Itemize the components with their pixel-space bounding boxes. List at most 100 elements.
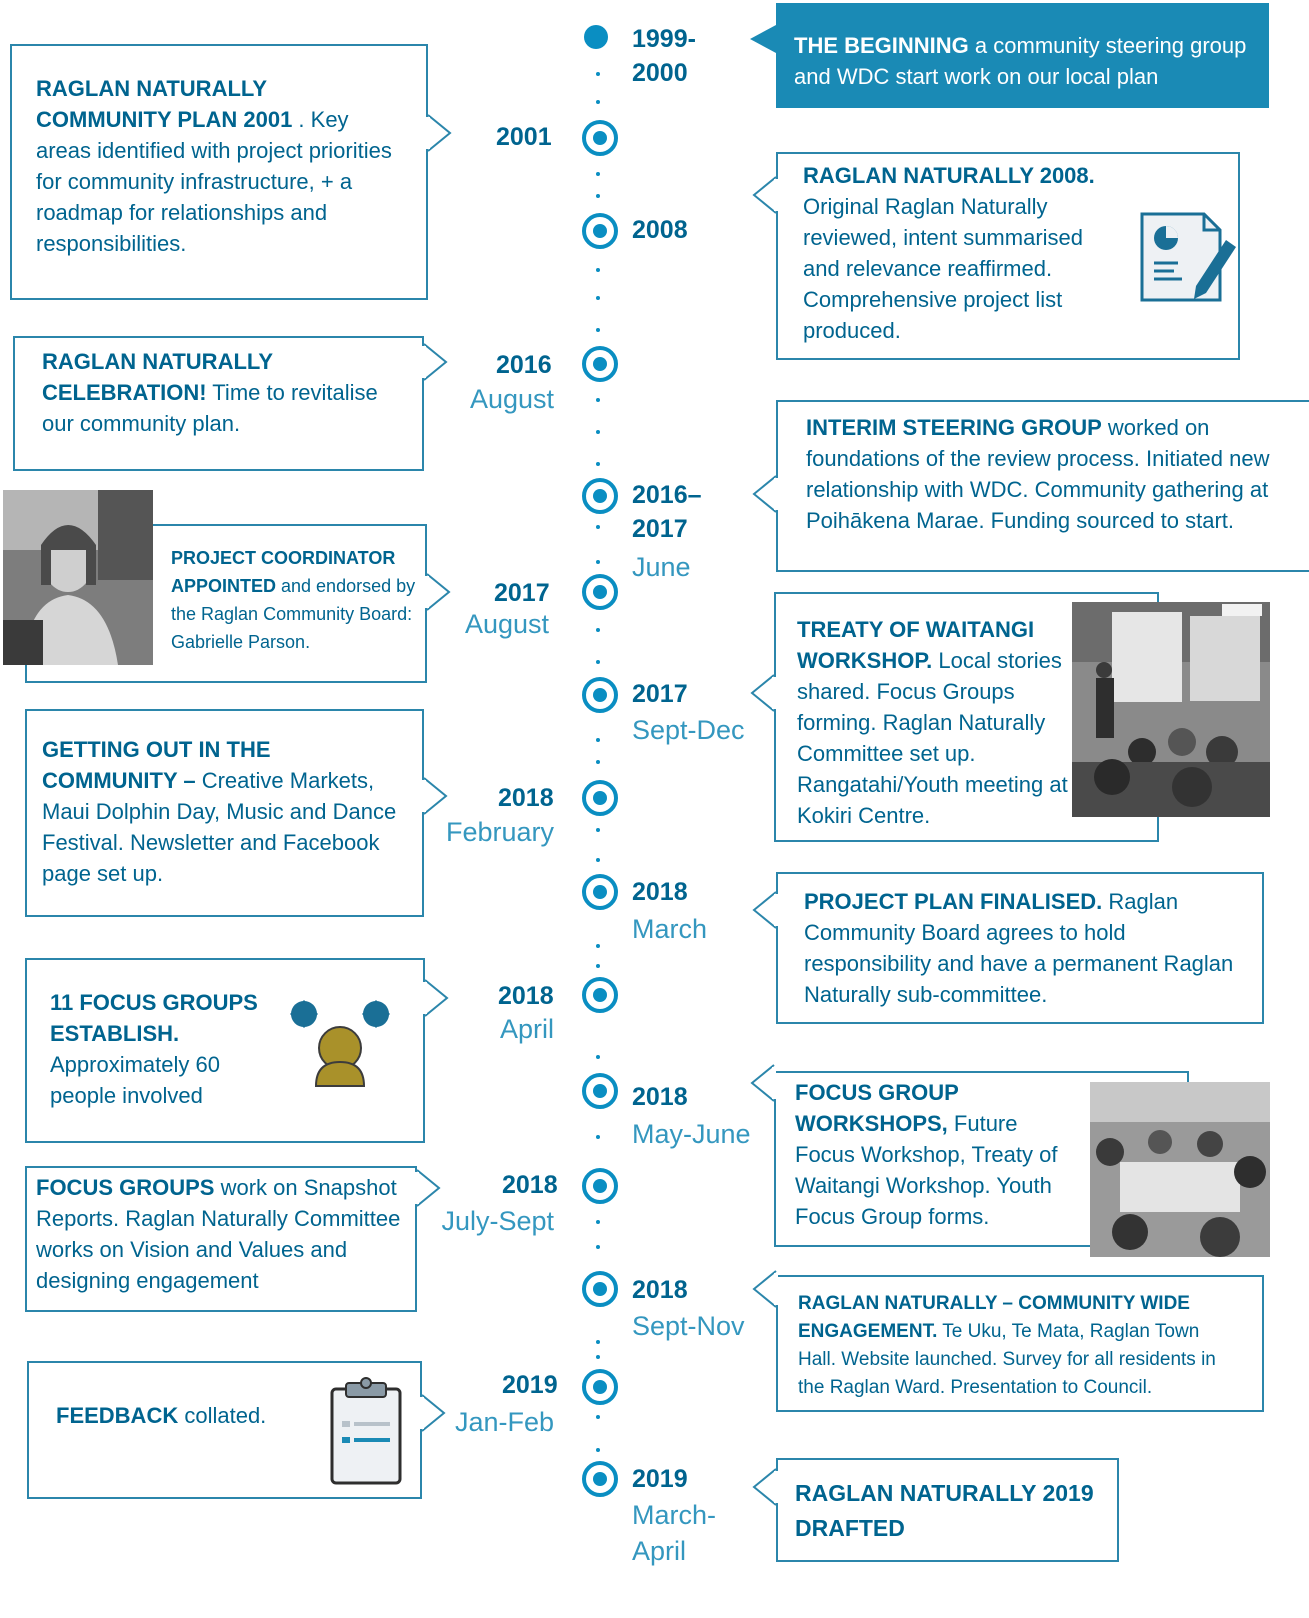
timeline-node-2016b xyxy=(582,478,618,514)
timeline-node-2019b xyxy=(582,1461,618,1497)
snapshot-text: FOCUS GROUPS work on Snapshot Reports. R… xyxy=(36,1175,401,1293)
year-label-2001: 2001 xyxy=(496,123,552,151)
year-label-2019b: 2019 xyxy=(632,1465,688,1493)
spine-dot xyxy=(596,1245,600,1249)
engagement-text: RAGLAN NATURALLY – COMMUNITY WIDE ENGAGE… xyxy=(798,1293,1216,1398)
spine-dot xyxy=(596,1055,600,1059)
beginning-callout-arrow xyxy=(750,25,776,53)
callout-arrow xyxy=(424,979,449,1017)
spine-dot xyxy=(596,194,600,198)
month-label-2018d: May-June xyxy=(632,1119,751,1149)
projectplan-text: PROJECT PLAN FINALISED. Raglan Community… xyxy=(804,889,1234,1007)
spine-dot xyxy=(596,72,600,76)
month-label-2017b: Sept-Dec xyxy=(632,715,745,745)
drafted-box xyxy=(776,1458,1119,1562)
spine-dot xyxy=(596,628,600,632)
callout-arrow xyxy=(750,1064,775,1102)
year-label-2019a: 2019 xyxy=(502,1371,558,1399)
month-label-2019b: March- April xyxy=(632,1500,717,1566)
callout-arrow xyxy=(750,674,775,712)
community-box xyxy=(25,709,424,917)
spine-dot xyxy=(596,398,600,402)
year-label-2017: 2017 xyxy=(494,579,550,607)
spine-dot xyxy=(596,660,600,664)
spine-dot xyxy=(596,328,600,332)
year-label-2018d: 2018 xyxy=(632,1083,688,1111)
month-label-2018e: July-Sept xyxy=(441,1206,554,1236)
spine-dot xyxy=(596,1448,600,1452)
celebration-text: RAGLAN NATURALLY CELEBRATION! Time to re… xyxy=(42,349,378,436)
timeline-node-2018e xyxy=(582,1168,618,1204)
focus-groups-people-icon xyxy=(290,998,390,1088)
spine-dot xyxy=(596,1415,600,1419)
spine-dot xyxy=(596,1135,600,1139)
year-label-2008: 2008 xyxy=(632,216,688,244)
year-label-1999: 1999- 2000 xyxy=(632,25,696,87)
month-label-2019a: Jan-Feb xyxy=(454,1407,554,1437)
timeline-node-2017b xyxy=(582,677,618,713)
timeline-node-2018f xyxy=(582,1271,618,1307)
timeline-node-2001 xyxy=(582,120,618,156)
coordinator-photo xyxy=(3,490,153,665)
spine-dot xyxy=(596,1220,600,1224)
spine-dot xyxy=(596,828,600,832)
workshops-text: FOCUS GROUP WORKSHOPS, Future Focus Work… xyxy=(795,1080,1058,1229)
callout-arrow xyxy=(423,777,448,815)
year-label-2018b: 2018 xyxy=(632,878,688,906)
callout-arrow xyxy=(427,114,452,152)
month-label-2018a: February xyxy=(445,817,554,847)
year-label-2018c: 2018 xyxy=(498,982,554,1010)
focus-workshop-photo xyxy=(1090,1082,1270,1257)
coordinator-text: PROJECT COORDINATOR APPOINTED and endors… xyxy=(171,548,416,652)
callout-arrow xyxy=(752,891,777,929)
timeline-node-2018a xyxy=(582,780,618,816)
timeline-node-2018c xyxy=(582,977,618,1013)
document-pen-icon xyxy=(1138,208,1238,303)
treaty-workshop-photo xyxy=(1072,602,1270,817)
focus11-text: 11 FOCUS GROUPS ESTABLISH.Approximately … xyxy=(50,990,258,1108)
spine-dot xyxy=(596,296,600,300)
timeline-node-2016 xyxy=(582,346,618,382)
month-label-2016: August xyxy=(469,384,554,414)
drafted-text: RAGLAN NATURALLY 2019 DRAFTED xyxy=(795,1480,1094,1541)
spine-dot xyxy=(596,525,600,529)
beginning-callout: THE BEGINNING a community steering group… xyxy=(750,3,1269,108)
spine-dot xyxy=(596,172,600,176)
callout-arrow xyxy=(752,1468,777,1506)
plan2001-text: RAGLAN NATURALLY COMMUNITY PLAN 2001 . K… xyxy=(36,76,392,256)
spine-dot xyxy=(596,430,600,434)
clipboard-icon xyxy=(330,1377,402,1485)
timeline-node-2018b xyxy=(582,874,618,910)
spine-dot xyxy=(596,858,600,862)
spine-dot xyxy=(596,462,600,466)
month-label-2017: August xyxy=(464,609,549,639)
spine-dot xyxy=(596,760,600,764)
treaty-text: TREATY OF WAITANGI WORKSHOP. Local stori… xyxy=(797,617,1068,828)
beginning-text: THE BEGINNING a community steering group… xyxy=(794,33,1247,89)
year-label-2016: 2016 xyxy=(496,351,552,379)
year-label-2018f: 2018 xyxy=(632,1276,688,1304)
callout-arrow xyxy=(426,573,451,611)
spine-dot xyxy=(596,738,600,742)
spine-dot xyxy=(596,944,600,948)
rn2008-text: RAGLAN NATURALLY 2008.Original Raglan Na… xyxy=(803,163,1095,343)
callout-arrow xyxy=(752,475,777,513)
timeline-node-2019a xyxy=(582,1369,618,1405)
interim-text: INTERIM STEERING GROUP worked on foundat… xyxy=(806,415,1270,533)
plan2001-box xyxy=(10,44,428,300)
callout-arrow xyxy=(423,343,448,381)
year-label-2016b: 2016– 2017 xyxy=(632,481,702,543)
celebration-box xyxy=(13,336,424,471)
spine-dot xyxy=(596,1340,600,1344)
year-label-2017b: 2017 xyxy=(632,680,688,708)
month-label-2018b: March xyxy=(632,914,708,944)
month-label-2016b: June xyxy=(632,552,691,582)
projectplan-box xyxy=(776,872,1264,1024)
timeline-node-2008 xyxy=(582,213,618,249)
feedback-text: FEEDBACK collated. xyxy=(56,1403,267,1428)
year-label-2018a: 2018 xyxy=(498,784,554,812)
month-label-2018f: Sept-Nov xyxy=(632,1311,745,1341)
engagement-box xyxy=(776,1275,1264,1412)
spine-dot xyxy=(596,560,600,564)
